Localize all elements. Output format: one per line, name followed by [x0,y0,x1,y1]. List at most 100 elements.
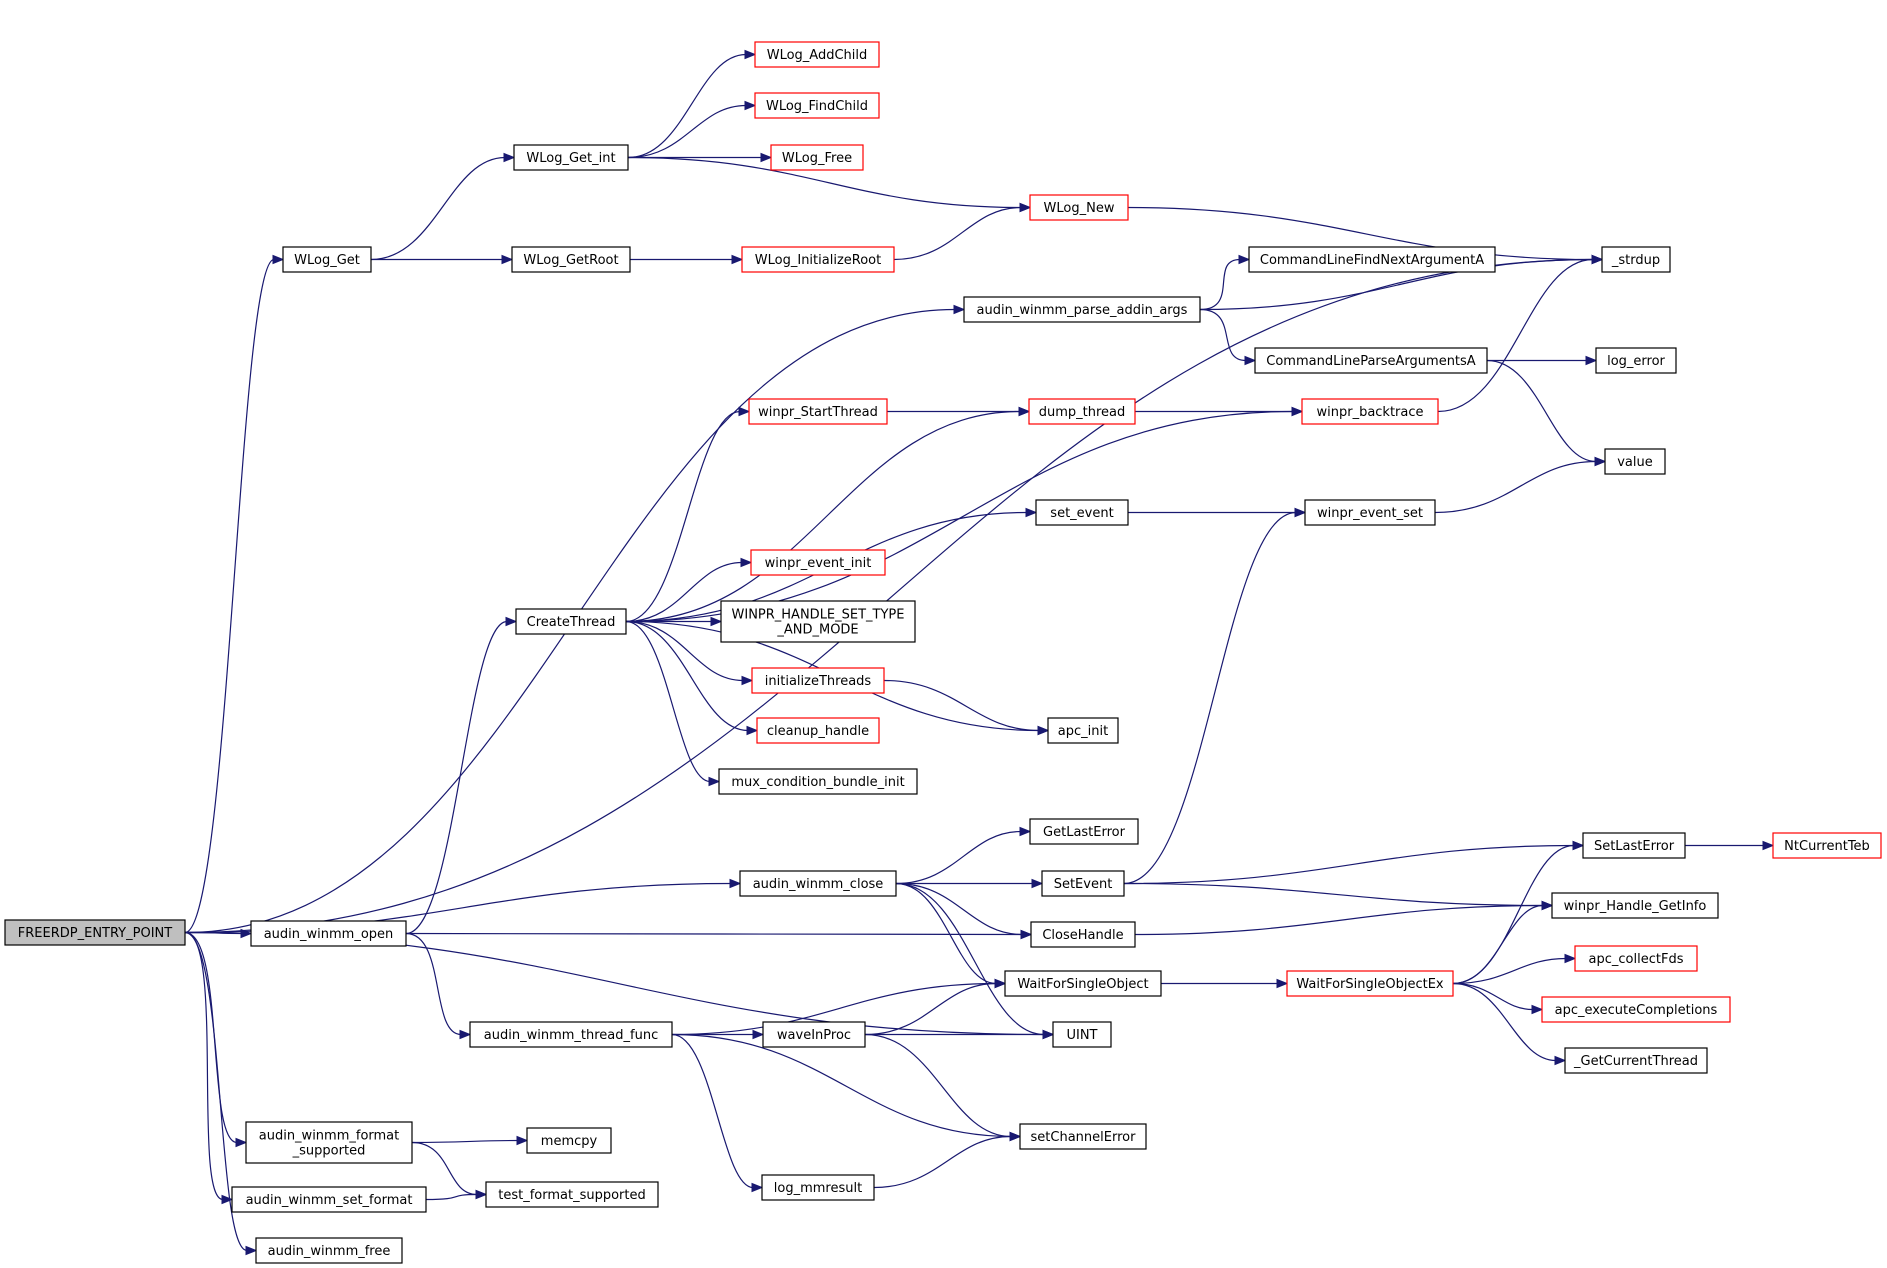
node-setlasterror[interactable]: SetLastError [1582,832,1686,859]
node-commandlinefindnextargumenta[interactable]: CommandLineFindNextArgumentA [1248,246,1496,273]
node-audin-winmm-format-supported[interactable]: audin_winmm_format_supported [245,1121,413,1164]
node-label: GetLastError [1043,825,1126,840]
node-dump-thread[interactable]: dump_thread [1028,398,1136,425]
node-wlog-getroot[interactable]: WLog_GetRoot [511,246,631,273]
node-box [282,246,372,273]
node-getlasterror[interactable]: GetLastError [1029,818,1139,845]
node-label: CreateThread [527,615,616,630]
edge-initializethreads-to-apc-init [883,679,1050,736]
node-box [1019,1123,1147,1150]
node-setevent[interactable]: SetEvent [1041,870,1125,897]
node-commandlineparseargumentsa[interactable]: CommandLineParseArgumentsA [1254,347,1488,374]
node-winpr-handle-set-type-and-mode[interactable]: WINPR_HANDLE_SET_TYPE_AND_MODE [720,600,916,643]
nodes-layer: FREERDP_ENTRY_POINTWLog_GetWLog_Get_intW… [4,41,1882,1264]
node-label: WLog_Get [294,253,360,268]
node-audin-winmm-parse-addin-args[interactable]: audin_winmm_parse_addin_args [963,296,1201,323]
edge-commandlineparseargumentsa-to-value [1486,359,1607,467]
node-createthread[interactable]: CreateThread [515,608,627,635]
node-strdup[interactable]: _strdup [1601,246,1671,273]
node-label: SetEvent [1054,877,1113,892]
node-wlog-get[interactable]: WLog_Get [282,246,372,273]
node-wlog-new[interactable]: WLog_New [1029,194,1129,221]
edge-waveinproc-to-setchannelerror [864,1033,1022,1142]
node-box [1582,832,1686,859]
node-freerdp-entry-point[interactable]: FREERDP_ENTRY_POINT [4,919,186,946]
edge-waitforsingleobjectex-to-apc-collectfds [1452,953,1577,985]
edge-wlog-get-int-to-wlog-addchild [627,49,757,159]
node-box [511,246,631,273]
node-label: audin_winmm_set_format [246,1193,413,1208]
node-cleanup-handle[interactable]: cleanup_handle [756,717,880,744]
node-box [1772,832,1882,859]
node-winpr-handle-getinfo[interactable]: winpr_Handle_GetInfo [1551,892,1719,919]
node-audin-winmm-free[interactable]: audin_winmm_free [255,1237,403,1264]
node-value[interactable]: value [1604,448,1666,475]
edge-createthread-to-mux-condition-bundle-init [625,620,721,787]
node-log-mmresult[interactable]: log_mmresult [761,1174,875,1201]
node-winpr-backtrace[interactable]: winpr_backtrace [1301,398,1439,425]
node-wlog-findchild[interactable]: WLog_FindChild [754,92,880,119]
node-box [255,1237,403,1264]
node-wlog-get-int[interactable]: WLog_Get_int [513,144,629,171]
node-log-error[interactable]: log_error [1595,347,1677,374]
node-apc-collectfds[interactable]: apc_collectFds [1574,945,1698,972]
node-setchannelerror[interactable]: setChannelError [1019,1123,1147,1150]
node-label: _strdup [1611,253,1660,268]
node-box [1301,398,1439,425]
edge-createthread-to-winpr-backtrace [625,406,1304,623]
node-test-format-supported[interactable]: test_format_supported [485,1181,659,1208]
node-memcpy[interactable]: memcpy [526,1127,612,1154]
node-wlog-initializeroot[interactable]: WLog_InitializeRoot [741,246,895,273]
edges-layer [184,49,1775,1256]
node-box [1304,499,1436,526]
node-audin-winmm-set-format[interactable]: audin_winmm_set_format [231,1186,427,1213]
node-box [1029,818,1139,845]
node-mux-condition-bundle-init[interactable]: mux_condition_bundle_init [718,768,918,795]
node-box [963,296,1201,323]
edge-audin-winmm-open-to-audin-winmm-thread-func [405,932,472,1040]
node-waitforsingleobjectex[interactable]: WaitForSingleObjectEx [1286,970,1454,997]
node-set-event[interactable]: set_event [1035,499,1129,526]
node-audin-winmm-open[interactable]: audin_winmm_open [250,920,407,947]
node-apc-executecompletions[interactable]: apc_executeCompletions [1541,996,1731,1023]
node-label: NtCurrentTeb [1784,839,1870,854]
edge-audin-winmm-thread-func-to-setchannelerror [671,1033,1022,1142]
node-label: setChannelError [1031,1130,1137,1145]
node-getcurrentthread[interactable]: _GetCurrentThread [1564,1047,1708,1074]
edge-waitforsingleobject-to-waitforsingleobjectex [1161,978,1289,989]
node-waitforsingleobject[interactable]: WaitForSingleObject [1004,970,1162,997]
node-label: waveInProc [777,1028,851,1043]
node-apc-init[interactable]: apc_init [1047,717,1119,744]
edge-freerdp-entry-point-to-audin-winmm-free [184,931,258,1256]
node-initializethreads[interactable]: initializeThreads [751,667,885,694]
node-audin-winmm-thread-func[interactable]: audin_winmm_thread_func [469,1021,673,1048]
node-box [750,549,886,576]
node-ntcurrentteb[interactable]: NtCurrentTeb [1772,832,1882,859]
edge-audin-winmm-open-to-createthread [405,616,518,935]
node-label: _GetCurrentThread [1573,1054,1698,1069]
node-uint[interactable]: UINT [1052,1021,1112,1048]
node-box [1030,921,1136,948]
node-box [526,1127,612,1154]
node-wlog-addchild[interactable]: WLog_AddChild [754,41,880,68]
node-waveinproc[interactable]: waveInProc [762,1021,866,1048]
node-label: WLog_Free [782,151,852,166]
node-box [1541,996,1731,1023]
node-winpr-startthread[interactable]: winpr_StartThread [748,398,888,425]
node-box [754,41,880,68]
node-label: WLog_Get_int [526,151,615,166]
edge-wlog-get-to-wlog-getroot [371,254,514,265]
node-box [756,717,880,744]
edge-freerdp-entry-point-to-audin-winmm-format-supported [184,931,248,1148]
node-box [1041,870,1125,897]
node-label: WLog_GetRoot [523,253,618,268]
edge-dump-thread-to-winpr-backtrace [1134,406,1304,417]
node-audin-winmm-close[interactable]: audin_winmm_close [739,870,897,897]
node-winpr-event-init[interactable]: winpr_event_init [750,549,886,576]
node-label: set_event [1050,506,1113,521]
node-closehandle[interactable]: CloseHandle [1030,921,1136,948]
edge-set-event-to-winpr-event-set [1127,507,1307,518]
node-wlog-free[interactable]: WLog_Free [770,144,864,171]
edge-waveinproc-to-waitforsingleobject [864,978,1007,1036]
node-winpr-event-set[interactable]: winpr_event_set [1304,499,1436,526]
